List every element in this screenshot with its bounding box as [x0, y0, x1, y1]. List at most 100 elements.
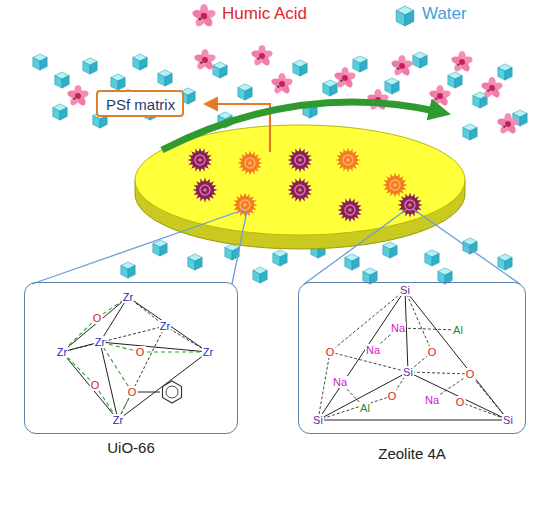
leader-lines [413, 209, 520, 284]
humic-acid-molecules [193, 49, 216, 71]
atom-label: Zr [94, 336, 106, 348]
zeolite-structure [318, 420, 508, 421]
filler-particles [338, 198, 363, 223]
filler-particles [348, 208, 352, 212]
humic-acid-molecules [66, 45, 519, 135]
zeolite-structure [408, 372, 508, 420]
filler-particles [291, 151, 309, 169]
atom-label: Al [452, 324, 464, 336]
legend-label: Humic Acid [222, 4, 307, 24]
filler-particles [291, 181, 309, 199]
inset-caption: Zeolite 4A [378, 445, 446, 462]
zeolite-structure [405, 290, 432, 352]
atom-label: Na [390, 322, 406, 334]
legend-label: Water [422, 4, 467, 24]
uio66-structure [62, 297, 208, 420]
filler-particles [346, 158, 350, 162]
atom-label: O [90, 379, 101, 391]
zeolite-structure [330, 290, 405, 352]
uio66-structure [128, 297, 208, 352]
humic-acid-molecules [450, 51, 473, 73]
humic-acid-molecules [480, 77, 503, 99]
zeolite-structure [318, 290, 405, 420]
atom-label: Zr [122, 291, 134, 303]
water-molecules [111, 74, 125, 90]
humic-acid-molecules [496, 113, 519, 135]
filler-particles [198, 158, 202, 162]
filler-particles [386, 176, 404, 194]
legend-icons [396, 6, 414, 26]
filler-particles [295, 155, 305, 165]
water-molecules [293, 60, 307, 76]
zeolite-structure [405, 290, 508, 420]
humic-acid-molecules [428, 85, 451, 107]
filler-particles [195, 155, 205, 165]
filler-particles [383, 173, 408, 198]
water-molecules [463, 124, 477, 140]
zeolite-structure [318, 352, 330, 420]
filler-particles [339, 151, 357, 169]
atom-label: Zr [112, 414, 124, 426]
inset-box: Zeolite 4A [298, 282, 526, 434]
legend-icons [191, 4, 216, 28]
zeolite-structure [408, 372, 470, 374]
filler-particles [343, 155, 353, 165]
filler-particles [405, 200, 415, 210]
uio66-structure [166, 386, 178, 398]
uio66-structure [62, 297, 208, 420]
atom-label: O [127, 386, 138, 398]
uio66-structure [118, 352, 208, 420]
atom-label: O [325, 346, 336, 358]
zeolite-structure [398, 328, 458, 330]
atom-label: Zr [56, 346, 68, 358]
atom-label: Na [365, 344, 381, 356]
atom-label: Al [359, 402, 371, 414]
atom-label: Zr [202, 346, 214, 358]
atom-label: O [387, 390, 398, 402]
water-molecules [273, 250, 287, 266]
zeolite-structure [318, 290, 508, 420]
uio66-structure [62, 297, 208, 420]
filler-particles [188, 148, 423, 223]
leader-lines [232, 211, 247, 284]
water-molecules [253, 267, 267, 283]
atom-label: Zr [159, 320, 171, 332]
atom-label: O [92, 312, 103, 324]
water-molecules [158, 70, 172, 86]
filler-particles [200, 185, 210, 195]
filler-particles [191, 151, 209, 169]
water-molecules [33, 54, 47, 70]
water-molecules [498, 64, 512, 80]
uio66-structure [100, 342, 132, 392]
water-molecules [238, 84, 252, 100]
water-molecules [153, 240, 167, 256]
filler-particles [295, 185, 305, 195]
water-molecules [498, 254, 512, 270]
box-label: PSf matrix [106, 96, 174, 113]
filler-particles [240, 200, 250, 210]
zeolite-structure [318, 372, 408, 420]
uio66-structure [62, 352, 118, 420]
water-molecules [345, 254, 359, 270]
uio66-structure [163, 381, 182, 403]
filler-particles [408, 203, 412, 207]
uio66-structure [62, 297, 208, 420]
atom-label: Na [332, 376, 348, 388]
water-molecules [188, 254, 202, 270]
water-molecules [83, 58, 97, 74]
water-molecules [383, 242, 397, 258]
filler-particles [298, 158, 302, 162]
uio66-structure [140, 351, 208, 352]
label-box: PSf matrix [96, 90, 184, 117]
filler-particles [336, 148, 361, 173]
atom-label: Si [402, 366, 414, 378]
leader-lines [32, 210, 243, 284]
leader-lines [32, 209, 520, 284]
water-molecules [425, 250, 439, 266]
zeolite-structure [318, 290, 508, 420]
filler-particles [238, 151, 263, 176]
water-molecules [33, 52, 527, 284]
